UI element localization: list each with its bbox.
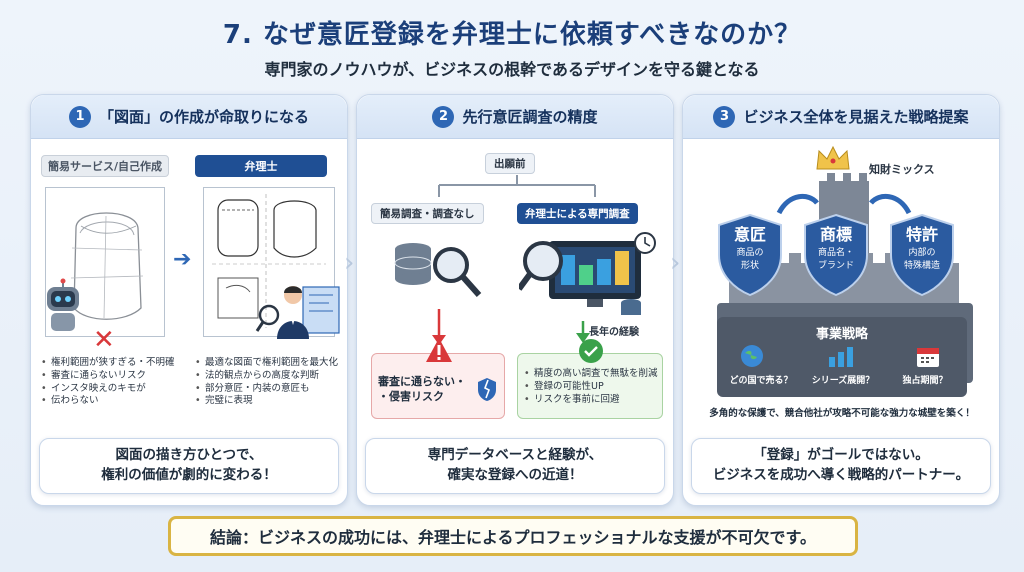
trademark-shield-icon [804,213,868,297]
panel-title: 先行意匠調査の精度 [462,108,598,126]
strategy-item: 独占期間？ [902,376,948,386]
chevron-right-icon: › [670,248,681,278]
list-item: 登録の可能性UP [524,381,662,394]
simple-search-label: 簡易調査・調査なし [371,203,484,224]
panel-strategy: 3 ビジネス全体を見据えた戦略提案 知財ミックス 意匠 商品の 形状 商標 商品… [682,94,1000,506]
list-item: 伝わらない [41,395,181,408]
shield-title: 意匠 [733,225,766,244]
benefit-box: 精度の高い調査で無駄を削減 登録の可能性UP リスクを事前に回避 [517,339,663,419]
strategy-item: シリーズ展開？ [811,376,875,386]
list-item: リスクを事前に回避 [524,394,662,407]
crown-icon [816,145,850,170]
list-item: 法的観点からの高度な判断 [195,370,345,383]
list-item: 部分意匠・内装の意匠も [195,383,345,396]
panel3-caption: 「登録」がゴールではない。 ビジネスを成功へ導く戦略的パートナー。 [691,438,991,494]
panel-header: 3 ビジネス全体を見据えた戦略提案 [683,95,999,139]
step-number: 2 [432,105,455,128]
caption-line: 「登録」がゴールではない。 [753,447,929,464]
shield-desc: 特殊構造 [903,261,940,271]
panel-drawings: 1 「図面」の作成が命取りになる 簡易サービス/自己作成 弁理士 ✕ 権利範囲が… [30,94,348,506]
bad-points-list: 権利範囲が狭すぎる・不明確 審査に通らないリスク インスタ映えのキモが 伝わらな… [41,357,181,408]
shield-desc: 商品の [736,248,764,258]
strategy-note: 多角的な保護で、競合他社が攻略不可能な強力な城壁を築く！ [709,408,975,419]
strategy-base: 事業戦略 どの国で売る？ シリーズ展開？ 独占期間？ [717,317,967,397]
broken-shield-icon [478,378,496,401]
robot-icon [47,278,79,331]
shield-title: 特許 [905,225,938,244]
step-number: 3 [713,105,736,128]
database-search-icon [394,243,482,297]
shield-desc: 形状 [740,261,759,271]
arrow-down-icon [576,321,590,343]
benefit-list: 精度の高い調査で無駄を削減 登録の可能性UP リスクを事前に回避 [524,368,662,406]
panel2-caption: 専門データベースと経験が、 確実な登録への近道！ [365,438,665,494]
panel-header: 1 「図面」の作成が命取りになる [31,95,347,139]
chevron-right-icon: › [344,248,355,278]
page-title: 7. なぜ意匠登録を弁理士に依頼すべきなのか？ [222,20,802,50]
shield-patent: 特許 内部の 特殊構造 [887,221,957,271]
caption-line: 図面の描き方ひとつで、 [115,447,263,464]
step-number: 1 [68,105,91,128]
blueprint-drawing [212,194,326,328]
design-shield-icon [718,213,782,297]
experience-label: 長年の経験 [589,327,639,338]
caption-line: ビジネスを成功へ導く戦略的パートナー。 [712,467,970,483]
strategy-item: どの国で売る？ [729,376,793,386]
shield-trademark: 商標 商品名・ ブランド [801,221,871,271]
shield-design: 意匠 商品の 形状 [715,221,785,271]
strategy-title: 事業戦略 [815,327,868,342]
monitor-search-icon [519,232,656,315]
bar-chart-icon [829,347,853,367]
list-item: 審査に通らないリスク [41,370,181,383]
sketch-drawing [70,212,144,320]
panel1-caption: 図面の描き方ひとつで、 権利の価値が劇的に変わる！ [39,438,339,494]
list-item: 権利範囲が狭すぎる・不明確 [41,357,181,370]
list-item: 精度の高い調査で無駄を削減 [524,368,662,381]
check-icon [579,339,603,363]
panel-title: 「図面」の作成が命取りになる [98,108,309,126]
page-subtitle: 専門家のノウハウが、ビジネスの根幹であるデザインを守る鍵となる [264,60,760,79]
caption-line: 専門データベースと経験が、 [427,447,603,464]
arrow-right-icon: ➔ [173,247,192,272]
good-points-list: 最適な図面で権利範囲を最大化 法的観点からの高度な判断 部分意匠・内装の意匠も … [195,357,345,408]
attorney-label: 弁理士 [195,155,327,177]
conclusion-banner: 結論：ビジネスの成功には、弁理士によるプロフェッショナルな支援が不可欠です。 [168,516,858,556]
panel-prior-search: 2 先行意匠調査の精度 出願前 簡易調査・調査なし 弁理士による専門調査 [356,94,674,506]
shield-desc: 内部の [908,248,936,258]
patent-shield-icon [890,213,954,297]
rough-sketch [45,187,165,337]
caption-line: 確実な登録への近道！ [447,467,583,483]
x-mark-icon: ✕ [93,325,115,355]
risk-box: 審査に通らない・ ・侵害リスク [371,338,505,419]
list-item: 最適な図面で権利範囲を最大化 [195,357,345,370]
warning-icon [426,338,452,362]
list-item: インスタ映えのキモが [41,383,181,396]
list-item: 完璧に表現 [195,395,345,408]
caption-line: 権利の価値が劇的に変わる！ [101,467,277,483]
panel-title: ビジネス全体を見据えた戦略提案 [743,108,969,126]
shield-desc: 商品名・ [817,248,854,258]
panel-header: 2 先行意匠調査の精度 [357,95,673,139]
expert-search-label: 弁理士による専門調査 [517,203,638,224]
shield-title: 商標 [819,225,852,244]
self-made-label: 簡易サービス/自己作成 [41,155,169,177]
globe-icon [741,345,763,367]
risk-text: 審査に通らない・ ・侵害リスク [378,374,466,405]
shield-desc: ブランド [817,261,854,271]
calendar-icon [917,348,939,367]
before-filing-label: 出願前 [485,153,535,174]
branch-connector [438,175,596,197]
risk-line: 審査に通らない・ [378,375,466,388]
risk-line: ・侵害リスク [378,390,444,404]
ip-mix-label: 知財ミックス [869,163,935,176]
attorney-icon [255,286,340,339]
